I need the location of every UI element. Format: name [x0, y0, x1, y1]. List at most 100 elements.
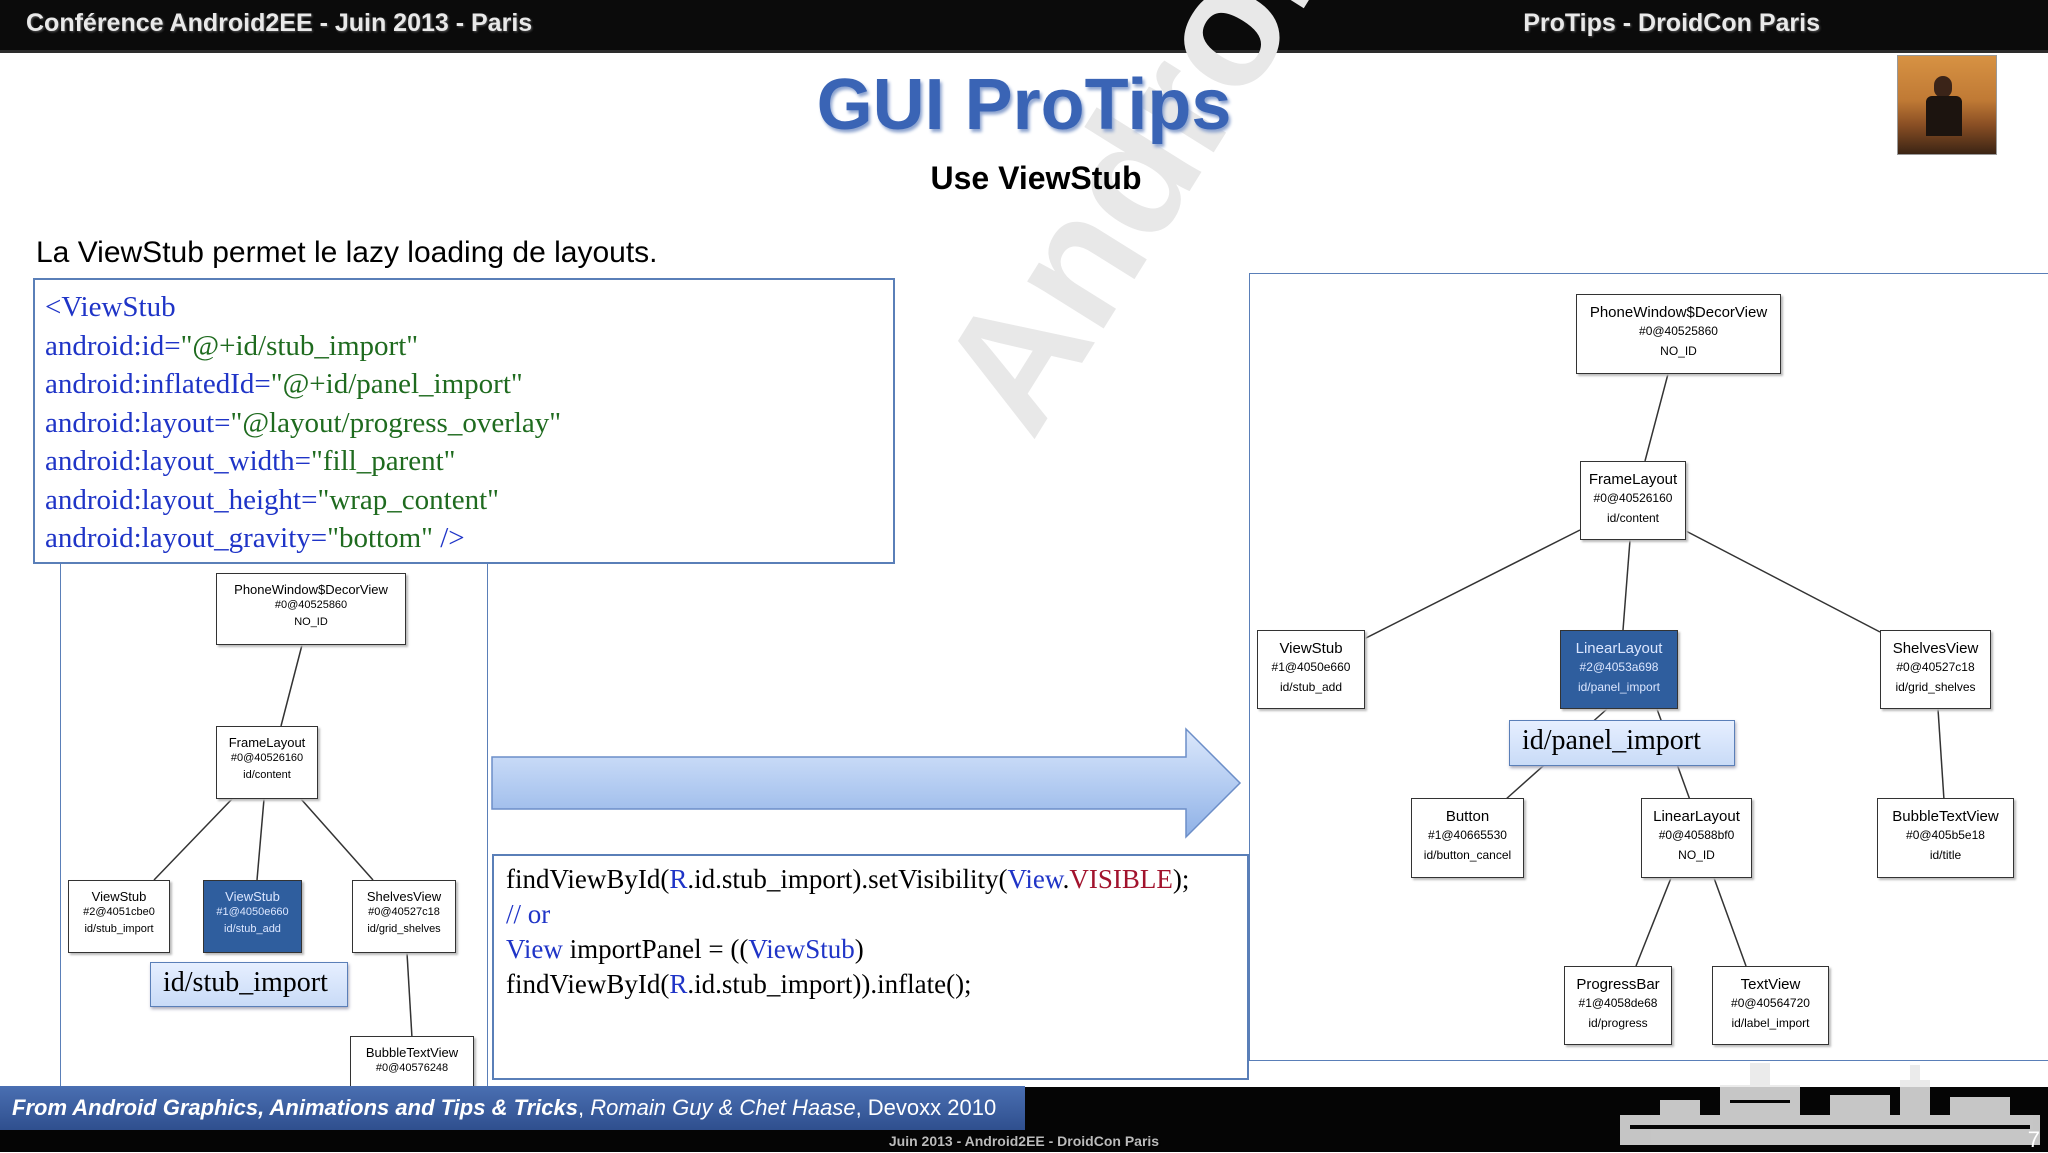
right-node-linearlayout-panel: LinearLayout #2@4053a698 id/panel_import: [1560, 630, 1678, 709]
photo-person-head: [1934, 76, 1952, 98]
xml-attr-layout: android:layout=: [45, 406, 231, 439]
right-node-shelvesview: ShelvesView #0@40527c18 id/grid_shelves: [1880, 630, 1991, 709]
citation-title: From Android Graphics, Animations and Ti…: [12, 1095, 578, 1120]
java-l1-end: );: [1172, 864, 1190, 894]
xml-val-id: "@+id/stub_import": [180, 329, 419, 362]
java-l1-a: findViewById(: [506, 864, 670, 894]
node-id: NO_ID: [1660, 344, 1697, 358]
node-id: id/content: [243, 769, 291, 781]
header-right-text: ProTips - DroidCon Paris: [1523, 9, 1820, 37]
node-name: ViewStub: [1279, 640, 1343, 657]
node-hash: #1@4050e660: [216, 906, 289, 918]
footer-bottom-text: Juin 2013 - Android2EE - DroidCon Paris: [888, 1133, 1160, 1149]
node-id: NO_ID: [294, 616, 328, 628]
left-node-viewstub-import: ViewStub #2@4051cbe0 id/stub_import: [68, 880, 170, 953]
node-name: LinearLayout: [1653, 808, 1740, 825]
java-code-box: findViewById(R.id.stub_import).setVisibi…: [492, 854, 1249, 1080]
photo-person-body: [1926, 96, 1962, 136]
node-id: id/content: [1606, 511, 1660, 525]
speaker-photo: [1897, 55, 1997, 155]
node-id: id/stub_add: [1279, 680, 1343, 694]
node-name: TextView: [1740, 976, 1801, 993]
node-name: Button: [1445, 808, 1490, 825]
java-l1-visible: VISIBLE: [1069, 864, 1173, 894]
xml-code-box: <ViewStub android:id="@+id/stub_import" …: [33, 278, 895, 564]
right-callout-panel-import: id/panel_import: [1509, 720, 1735, 766]
xml-line-1: <ViewStub: [45, 291, 176, 323]
node-name: LinearLayout: [1575, 640, 1663, 657]
node-name: PhoneWindow$DecorView: [234, 582, 388, 597]
node-id: id/title: [1929, 848, 1962, 862]
java-l3-viewstub: ViewStub: [748, 934, 855, 964]
node-name: ViewStub: [225, 889, 280, 904]
java-l4-r: R: [669, 969, 688, 999]
java-l4-c: .id.stub_import)).inflate();: [687, 969, 972, 999]
paris-skyline-image: [1620, 1063, 2040, 1145]
java-l4-a: findViewById(: [506, 969, 670, 999]
node-name: ProgressBar: [1576, 976, 1660, 993]
node-id: id/grid_shelves: [367, 923, 441, 935]
xml-val-gravity: "bottom": [327, 522, 433, 554]
slide-title: GUI ProTips: [816, 65, 1232, 145]
node-hash: #0@40525860: [274, 599, 348, 611]
node-hash: #0@40588bf0: [1658, 828, 1735, 842]
node-name: FrameLayout: [1588, 471, 1678, 488]
left-node-shelvesview: ShelvesView #0@40527c18 id/grid_shelves: [352, 880, 456, 953]
node-hash: #0@40564720: [1731, 996, 1810, 1010]
xml-close: />: [433, 522, 465, 554]
node-hash: #1@4050e660: [1271, 660, 1351, 674]
java-l1-r: R: [669, 864, 688, 894]
node-hash: #2@4051cbe0: [83, 906, 155, 918]
intro-text: La ViewStub permet le lazy loading de la…: [36, 236, 658, 269]
node-hash: #0@405b5e18: [1906, 828, 1985, 842]
xml-attr-gravity: android:layout_gravity=: [45, 522, 328, 554]
slide-subtitle: Use ViewStub: [930, 160, 1142, 196]
xml-attr-inflatedid: android:inflatedId=: [45, 368, 271, 400]
node-hash: #0@40526160: [230, 752, 304, 764]
header-bar: Conférence Android2EE - Juin 2013 - Pari…: [0, 0, 2048, 53]
java-l3-view: View: [506, 934, 563, 964]
right-node-button: Button #1@40665530 id/button_cancel: [1411, 798, 1524, 878]
left-node-bubbletextview: BubbleTextView #0@40576248: [350, 1036, 474, 1086]
node-name: ViewStub: [91, 889, 147, 904]
right-node-decorview: PhoneWindow$DecorView #0@40525860 NO_ID: [1576, 294, 1781, 374]
node-name: PhoneWindow$DecorView: [1589, 304, 1768, 321]
citation-comma: ,: [577, 1095, 591, 1120]
node-name: ShelvesView: [1892, 640, 1979, 657]
node-hash: #2@4053a698: [1579, 660, 1659, 674]
node-name: ShelvesView: [366, 889, 442, 904]
transition-arrow: [491, 727, 1242, 839]
node-id: id/button_cancel: [1423, 848, 1512, 862]
xml-attr-height: android:layout_height=: [45, 483, 318, 516]
node-hash: #0@40527c18: [1896, 660, 1975, 674]
right-node-viewstub: ViewStub #1@4050e660 id/stub_add: [1257, 630, 1365, 709]
xml-val-inflatedid: "@+id/panel_import": [270, 368, 523, 400]
xml-val-layout: "@layout/progress_overlay": [230, 406, 562, 439]
source-citation: From Android Graphics, Animations and Ti…: [0, 1086, 1025, 1130]
node-hash: #1@4058de68: [1578, 996, 1658, 1010]
right-node-framelayout: FrameLayout #0@40526160 id/content: [1580, 461, 1686, 540]
java-comment: // or: [506, 899, 551, 929]
right-node-progressbar: ProgressBar #1@4058de68 id/progress: [1564, 966, 1672, 1045]
node-id: id/grid_shelves: [1895, 680, 1976, 694]
left-node-framelayout: FrameLayout #0@40526160 id/content: [216, 726, 318, 799]
citation-event: , Devoxx 2010: [855, 1095, 997, 1120]
page-number: 7: [2027, 1127, 2040, 1152]
right-node-linearlayout-noid: LinearLayout #0@40588bf0 NO_ID: [1641, 798, 1752, 878]
left-callout-stub-import: id/stub_import: [150, 962, 348, 1007]
java-l3-d: ): [854, 934, 864, 964]
node-name: BubbleTextView: [1892, 808, 1999, 825]
node-id: NO_ID: [1678, 848, 1715, 862]
node-hash: #0@40525860: [1639, 324, 1718, 338]
node-hash: #1@40665530: [1428, 828, 1507, 842]
xml-val-height: "wrap_content": [317, 483, 499, 516]
left-node-decorview: PhoneWindow$DecorView #0@40525860 NO_ID: [216, 573, 406, 645]
java-l3-b: importPanel = ((: [562, 934, 749, 964]
java-l1-c: .id.stub_import).setVisibility(: [687, 864, 1008, 894]
xml-attr-id: android:id=: [45, 329, 181, 362]
left-node-viewstub-add: ViewStub #1@4050e660 id/stub_add: [203, 880, 302, 953]
xml-attr-width: android:layout_width=: [45, 445, 312, 477]
node-hash: #0@40526160: [1593, 491, 1673, 505]
java-l1-dot: .: [1062, 864, 1070, 894]
java-l1-view: View: [1007, 864, 1063, 894]
